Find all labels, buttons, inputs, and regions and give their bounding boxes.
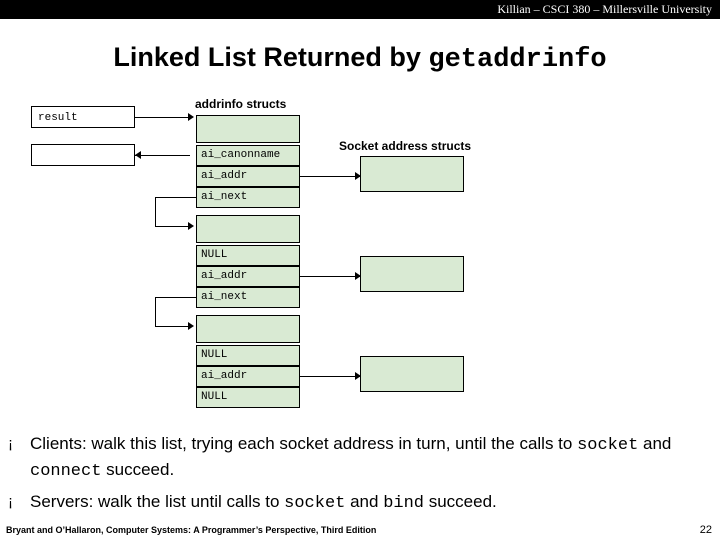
- bullet1-seg1: Clients: walk this list, trying each soc…: [30, 434, 578, 453]
- connector-node1-next-bottom: [155, 226, 190, 227]
- node1-field-canonname: ai_canonname: [196, 145, 300, 166]
- footer-citation: Bryant and O’Hallaron, Computer Systems:…: [6, 525, 377, 535]
- arrow-node3-addr-to-sock3: [355, 372, 361, 380]
- connector-node2-next-top: [155, 297, 197, 298]
- bullet1-seg4: connect: [30, 462, 102, 481]
- bullet-text-servers: Servers: walk the list until calls to so…: [30, 490, 497, 516]
- bullet-item-servers: ¡ Servers: walk the list until calls to …: [8, 490, 708, 516]
- node2-field-ai-next: ai_next: [196, 287, 300, 308]
- node2-field-null: NULL: [196, 245, 300, 266]
- connector-node3-addr-to-sock3: [300, 376, 360, 377]
- socket-address-struct-3: [360, 356, 464, 392]
- node1-header-box: [196, 115, 300, 143]
- connector-node1-next-vertical: [155, 198, 156, 226]
- bullet-marker-2: ¡: [8, 493, 13, 510]
- node3-field-null-2: NULL: [196, 387, 300, 408]
- arrow-node2-addr-to-sock2: [355, 272, 361, 280]
- bullet1-seg3: and: [638, 434, 672, 453]
- node1-field-ai-addr: ai_addr: [196, 166, 300, 187]
- arrow-node1-to-result-pointer: [135, 151, 141, 159]
- node2-header-box: [196, 215, 300, 243]
- bullet2-seg5: succeed.: [424, 492, 497, 511]
- bullet-item-clients: ¡ Clients: walk this list, trying each s…: [8, 432, 708, 484]
- bullet2-seg4: bind: [383, 494, 424, 513]
- footer-page-number: 22: [699, 524, 712, 536]
- label-socket-address-structs: Socket address structs: [339, 139, 472, 153]
- bullet2-seg1: Servers: walk the list until calls to: [30, 492, 285, 511]
- socket-address-struct-1: [360, 156, 464, 192]
- header-bar: [0, 0, 720, 19]
- connector-node2-next-vertical: [155, 298, 156, 326]
- node2-field-ai-addr: ai_addr: [196, 266, 300, 287]
- connector-node2-addr-to-sock2: [300, 276, 360, 277]
- connector-node1-addr-to-sock1: [300, 176, 360, 177]
- bullet1-seg2: socket: [577, 436, 639, 455]
- arrow-result-to-node1: [188, 113, 194, 121]
- connector-node1-to-result-pointer: [135, 155, 190, 156]
- header-title: Killian – CSCI 380 – Millersville Univer…: [497, 2, 712, 16]
- socket-address-struct-2: [360, 256, 464, 292]
- node3-field-ai-addr: ai_addr: [196, 366, 300, 387]
- result-label-box: result: [31, 106, 135, 128]
- node3-header-box: [196, 315, 300, 343]
- connector-result-to-node1: [135, 117, 190, 118]
- arrow-node1-next-to-node2: [188, 222, 194, 230]
- label-addrinfo-structs: addrinfo structs: [195, 97, 287, 111]
- result-pointer-box: [31, 144, 135, 166]
- page-title: Linked List Returned by getaddrinfo: [0, 42, 720, 75]
- arrow-node1-addr-to-sock1: [355, 172, 361, 180]
- node3-field-null-1: NULL: [196, 345, 300, 366]
- bullet2-seg3: and: [345, 492, 384, 511]
- bullet-marker-1: ¡: [8, 435, 13, 452]
- bullet2-seg2: socket: [284, 494, 346, 513]
- bullet-text-clients: Clients: walk this list, trying each soc…: [30, 432, 708, 484]
- node1-field-ai-next: ai_next: [196, 187, 300, 208]
- bullet1-seg5: succeed.: [101, 460, 175, 479]
- connector-node1-next-top: [155, 197, 197, 198]
- page-title-mono: getaddrinfo: [428, 45, 607, 75]
- page-title-prefix: Linked List Returned by: [113, 42, 429, 72]
- arrow-node2-next-to-node3: [188, 322, 194, 330]
- connector-node2-next-bottom: [155, 326, 190, 327]
